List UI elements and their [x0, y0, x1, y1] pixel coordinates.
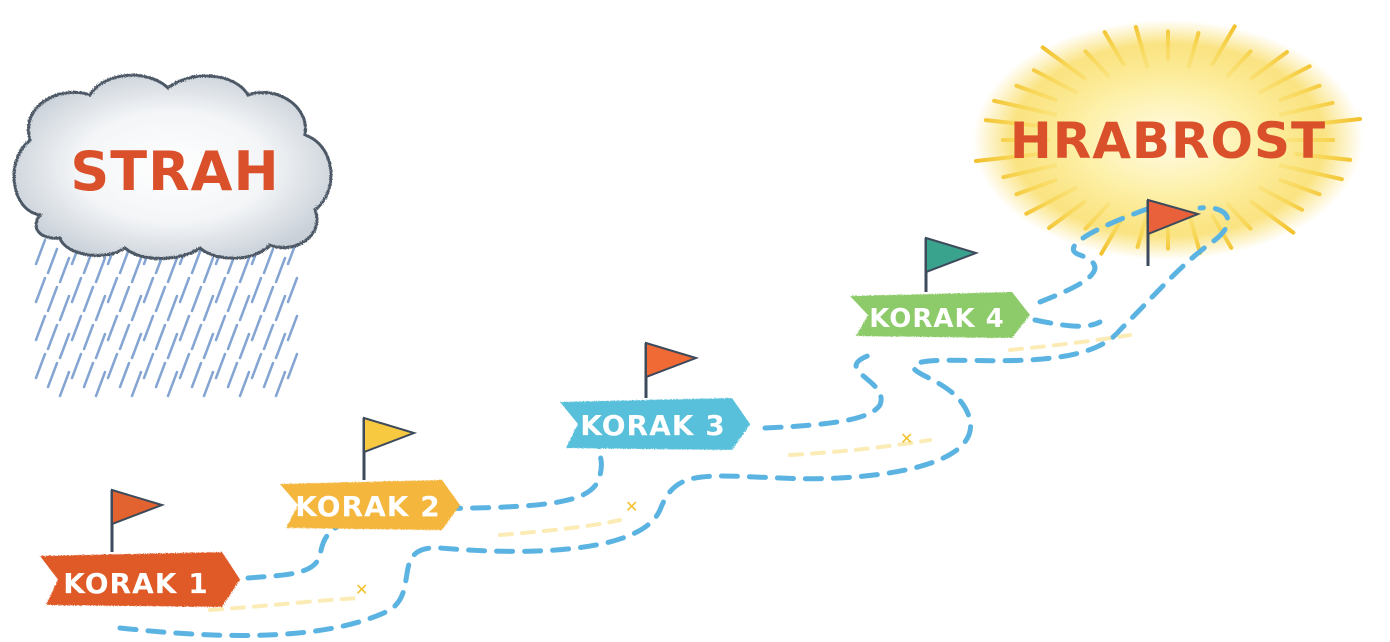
rain-streak	[48, 325, 57, 349]
rain-streak	[108, 354, 117, 378]
rain-streak	[276, 296, 285, 320]
rain-streak	[192, 325, 201, 349]
rain-streak	[180, 316, 189, 340]
rain-streak	[288, 354, 297, 378]
sparkle-icon: ✕	[625, 497, 638, 516]
rain-streak	[288, 278, 297, 302]
rain-streak	[48, 249, 57, 273]
rain-streak	[228, 287, 237, 311]
rain-streak	[252, 316, 261, 340]
step-3: KORAK 3	[560, 343, 750, 450]
flag-icon	[112, 490, 162, 524]
rain-streak	[204, 258, 213, 282]
rain-streak	[144, 354, 153, 378]
sparkle-icon: ✕	[355, 580, 368, 599]
rain-streak	[144, 278, 153, 302]
rain-streak	[168, 258, 177, 282]
rain-streak	[84, 363, 93, 387]
rain-streak	[168, 334, 177, 358]
rain-streak	[60, 296, 69, 320]
step-4: KORAK 4	[850, 238, 1030, 338]
rain-streak	[240, 372, 249, 396]
rain-streak	[96, 258, 105, 282]
rain-streak	[96, 334, 105, 358]
rain-streak	[168, 372, 177, 396]
rain-streak	[156, 287, 165, 311]
flag-icon	[646, 343, 696, 377]
rain-streak	[96, 296, 105, 320]
rain-streak	[60, 334, 69, 358]
rain-streak	[132, 334, 141, 358]
rain-streak	[288, 316, 297, 340]
rain-streak	[240, 296, 249, 320]
rain-streak	[276, 258, 285, 282]
rain-streak	[36, 240, 45, 264]
rain-streak	[276, 372, 285, 396]
rain-streak	[48, 363, 57, 387]
rain-streak	[96, 372, 105, 396]
rain-streak	[240, 334, 249, 358]
rain-streak	[228, 325, 237, 349]
rain-streak	[72, 278, 81, 302]
rain-streak	[204, 372, 213, 396]
flag-icon	[926, 238, 976, 272]
rain-streak	[228, 363, 237, 387]
step-label: KORAK 1	[63, 567, 208, 600]
rain-streak	[144, 316, 153, 340]
rain-streak	[192, 363, 201, 387]
rain-streak	[84, 325, 93, 349]
rain-streak	[120, 249, 129, 273]
rain-streak	[264, 363, 273, 387]
rain-streak	[216, 278, 225, 302]
rain-streak	[216, 354, 225, 378]
step-2: KORAK 2	[280, 418, 460, 530]
fear-label: STRAH	[70, 140, 279, 203]
rain-streak	[84, 287, 93, 311]
rain-streak	[36, 354, 45, 378]
rain-streak	[180, 278, 189, 302]
rain-streak	[60, 258, 69, 282]
rain-streak	[108, 316, 117, 340]
courage-label: HRABROST	[1010, 112, 1326, 170]
rain-streak	[192, 287, 201, 311]
rain-streak	[264, 287, 273, 311]
rain-streak	[120, 287, 129, 311]
rain-streak	[156, 363, 165, 387]
sparkle-icon: ✕	[900, 429, 913, 448]
step-label: KORAK 3	[580, 409, 725, 442]
rain-streak	[132, 372, 141, 396]
storm-cloud-icon: STRAH	[14, 75, 331, 396]
rain-streak	[132, 258, 141, 282]
rain-streak	[156, 325, 165, 349]
rain-streak	[36, 316, 45, 340]
rain-streak	[240, 258, 249, 282]
rain-streak	[72, 316, 81, 340]
rain-streak	[276, 334, 285, 358]
rain-streak	[252, 354, 261, 378]
rain-streak	[252, 278, 261, 302]
rain-streak	[204, 334, 213, 358]
rain-streak	[180, 354, 189, 378]
step-1: KORAK 1	[40, 490, 240, 607]
rain-streak	[108, 278, 117, 302]
rain-streak	[72, 354, 81, 378]
flag-icon	[364, 418, 414, 452]
step-label: KORAK 4	[869, 304, 1005, 334]
rain-streak	[264, 249, 273, 273]
rain-streak	[36, 278, 45, 302]
rain-streak	[264, 325, 273, 349]
rain-streak	[132, 296, 141, 320]
rain-streak	[216, 316, 225, 340]
rain-streak	[120, 363, 129, 387]
rain-icon	[36, 240, 297, 396]
rain-streak	[48, 287, 57, 311]
rain-streak	[120, 325, 129, 349]
rain-streak	[168, 296, 177, 320]
rain-streak	[204, 296, 213, 320]
path-shadow	[210, 335, 1130, 610]
step-label: KORAK 2	[295, 490, 440, 523]
rain-streak	[60, 372, 69, 396]
